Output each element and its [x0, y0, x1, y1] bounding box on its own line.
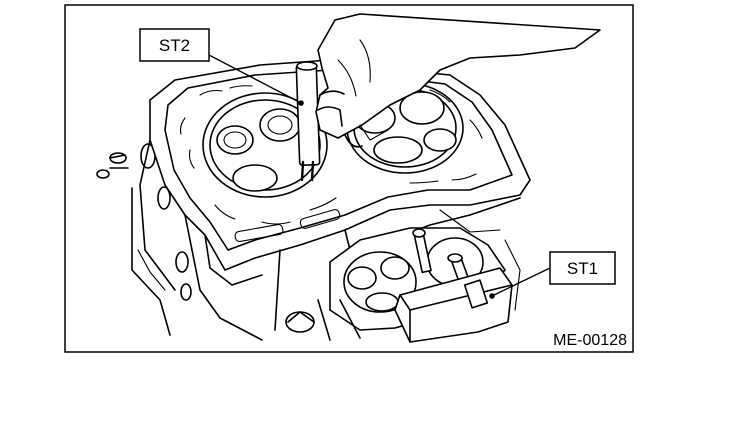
cylinder-head-illustration — [96, 13, 601, 343]
figure-id: ME-00128 — [553, 332, 627, 349]
callout-st2-leader — [208, 54, 302, 104]
callout-st1-dot — [489, 293, 495, 299]
callout-st1-leader — [491, 267, 551, 297]
callout-st2: ST2 — [139, 28, 304, 106]
callout-st1-label: ST1 — [567, 259, 598, 278]
callout-st1: ST1 — [489, 251, 616, 299]
callout-st2-label: ST2 — [159, 36, 190, 55]
callout-st2-dot — [298, 100, 304, 106]
callout-st1-box — [549, 251, 616, 285]
callout-st2-box — [139, 28, 210, 62]
